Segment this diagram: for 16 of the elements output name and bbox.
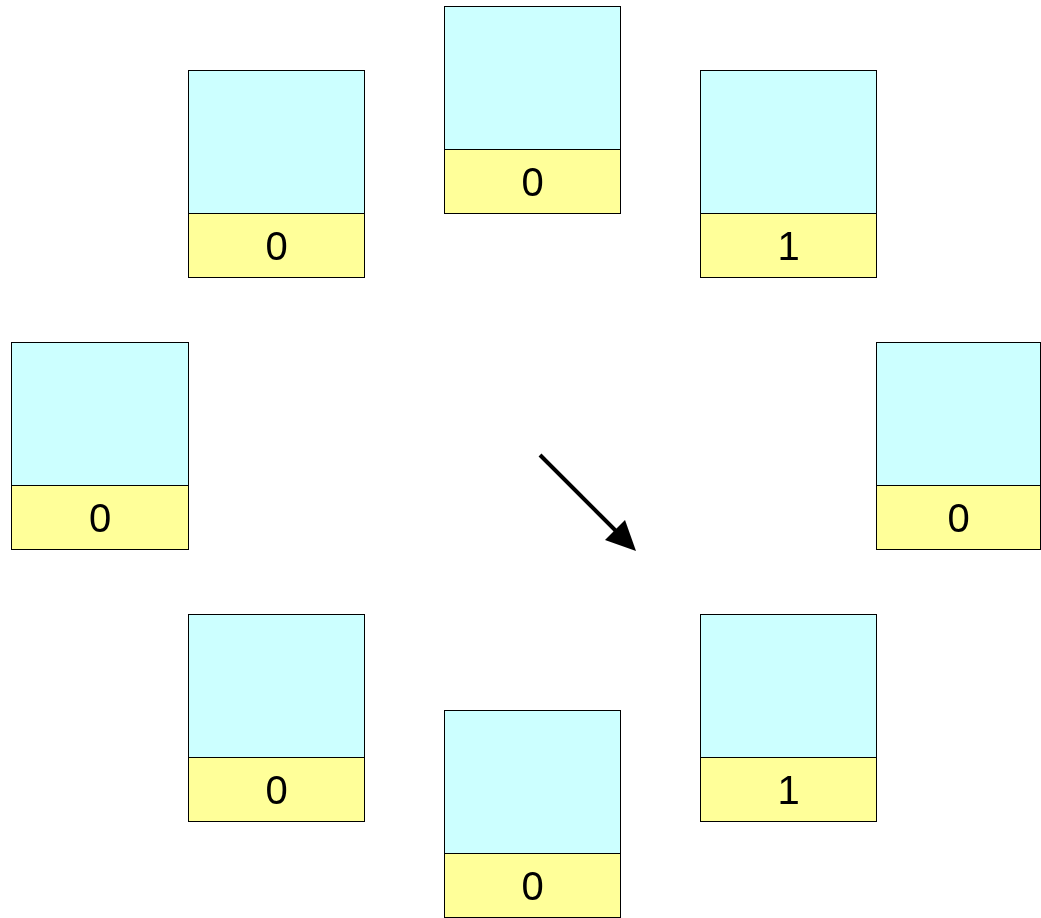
memory-cell: [876, 342, 1041, 550]
memory-cell: [700, 614, 877, 822]
bit-value: 0: [521, 865, 544, 906]
bit-value: 0: [947, 497, 970, 538]
bit-value: 0: [521, 161, 544, 202]
bit-value: 1: [777, 769, 800, 810]
memory-cell: [444, 6, 621, 214]
bit-value: 0: [88, 497, 112, 538]
memory-cell: [188, 614, 365, 822]
bit-value: 1: [777, 225, 800, 266]
memory-cell: [700, 70, 877, 278]
memory-cell: [444, 710, 621, 918]
memory-cell: [188, 70, 365, 278]
bit-value: 0: [265, 769, 288, 810]
bit-value: 0: [265, 225, 288, 266]
memory-cell: [11, 342, 189, 550]
